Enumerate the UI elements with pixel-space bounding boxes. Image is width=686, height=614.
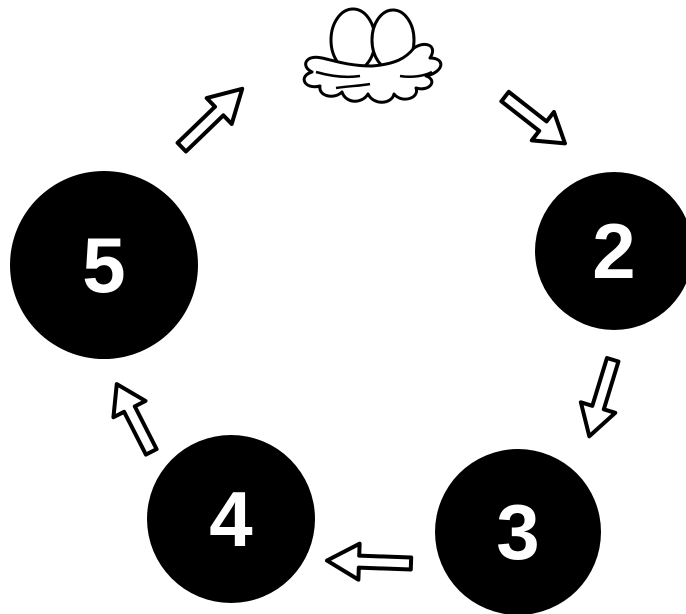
arrow-5-to-nest-icon xyxy=(169,76,254,160)
stage-2: 2 xyxy=(535,172,686,330)
stage-2-label: 2 xyxy=(592,207,635,295)
stage-3-label: 3 xyxy=(496,488,539,576)
stage-3: 3 xyxy=(435,449,601,614)
arrow-nest-to-2-icon xyxy=(494,82,576,157)
stage-4: 4 xyxy=(147,435,315,603)
stage-5-label: 5 xyxy=(82,221,125,309)
stage-4-label: 4 xyxy=(209,475,252,563)
nest-with-eggs-icon xyxy=(304,9,441,102)
arrow-3-to-4-icon xyxy=(326,543,411,582)
stage-5: 5 xyxy=(10,171,198,359)
arrow-2-to-3-icon xyxy=(572,354,630,441)
arrow-4-to-5-icon xyxy=(101,376,168,460)
